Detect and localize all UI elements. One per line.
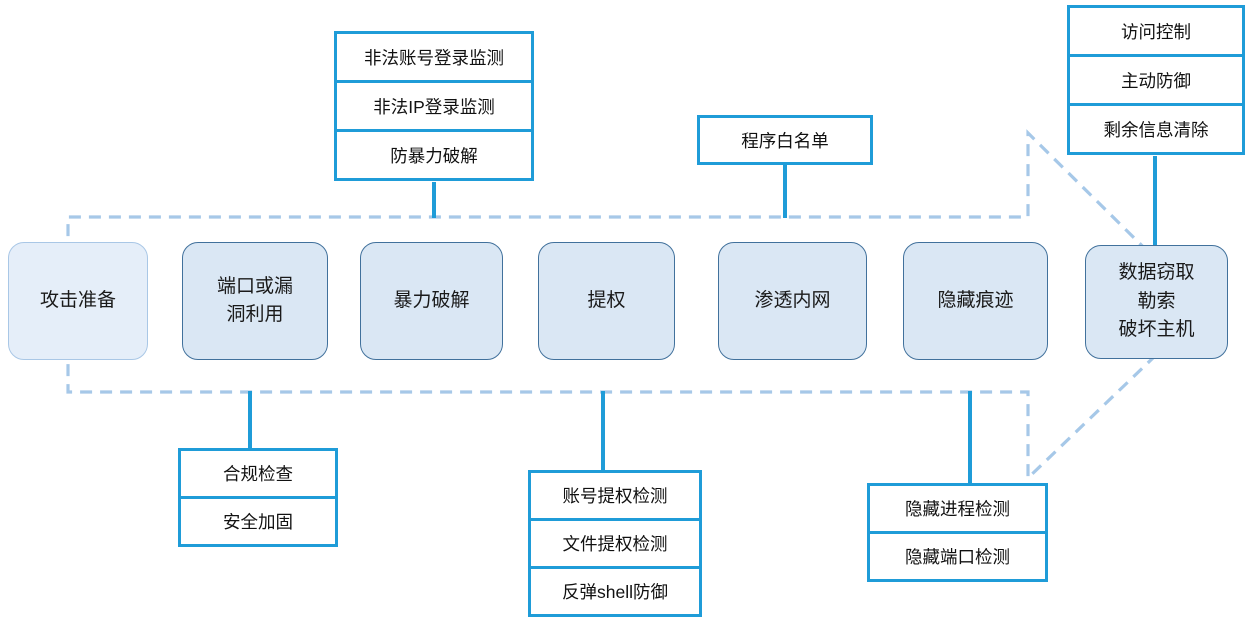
stage-label: 攻击准备: [39, 289, 116, 311]
defense-item: 反弹shell防御: [531, 566, 699, 614]
stage-label: 破坏主机: [1118, 319, 1195, 341]
defense-item: 防暴力破解: [337, 129, 531, 178]
stage-label: 提权: [587, 289, 626, 311]
stage-label: 数据窃取: [1118, 262, 1195, 284]
defense-item: 剩余信息清除: [1070, 103, 1242, 152]
defense-item: 主动防御: [1070, 54, 1242, 103]
defense-item: 隐藏端口检测: [870, 531, 1045, 579]
stage-attack-prep: 攻击准备: [8, 242, 148, 360]
defense-item: 安全加固: [181, 496, 335, 544]
defense-stack-compliance: 合规检查 安全加固: [178, 448, 338, 547]
defense-item: 文件提权检测: [531, 518, 699, 566]
stage-data-theft: 数据窃取 勒索 破坏主机: [1085, 245, 1228, 359]
defense-item: 非法IP登录监测: [337, 80, 531, 129]
stage-port-vuln-exploit: 端口或漏 洞利用: [182, 242, 328, 360]
stage-privilege-escalation: 提权: [538, 242, 675, 360]
defense-item: 账号提权检测: [562, 486, 668, 506]
stage-brute-force: 暴力破解: [360, 242, 503, 360]
stage-lateral-movement: 渗透内网: [718, 242, 867, 360]
defense-stack-privilege-detection: 账号提权检测 文件提权检测 反弹shell防御: [528, 470, 702, 617]
defense-item: 程序白名单: [741, 130, 829, 151]
defense-stack-login-monitor: 非法账号登录监测 非法IP登录监测 防暴力破解: [334, 31, 534, 181]
stage-label: 隐藏痕迹: [937, 289, 1014, 311]
defense-item: 隐藏进程检测: [905, 499, 1010, 519]
defense-stack-access-control: 访问控制 主动防御 剩余信息清除: [1067, 5, 1245, 155]
defense-item: 非法账号登录监测: [364, 47, 504, 68]
stage-label: 勒索: [1137, 290, 1176, 312]
defense-item: 合规检查: [223, 464, 293, 484]
defense-stack-program-whitelist: 程序白名单: [697, 115, 873, 165]
stage-label: 暴力破解: [393, 289, 470, 311]
stage-label: 渗透内网: [754, 289, 831, 311]
defense-item: 访问控制: [1121, 21, 1191, 42]
stage-label: 端口或漏: [216, 275, 293, 297]
stage-hide-traces: 隐藏痕迹: [903, 242, 1048, 360]
stage-label: 洞利用: [226, 304, 284, 325]
defense-stack-hidden-detection: 隐藏进程检测 隐藏端口检测: [867, 483, 1048, 582]
